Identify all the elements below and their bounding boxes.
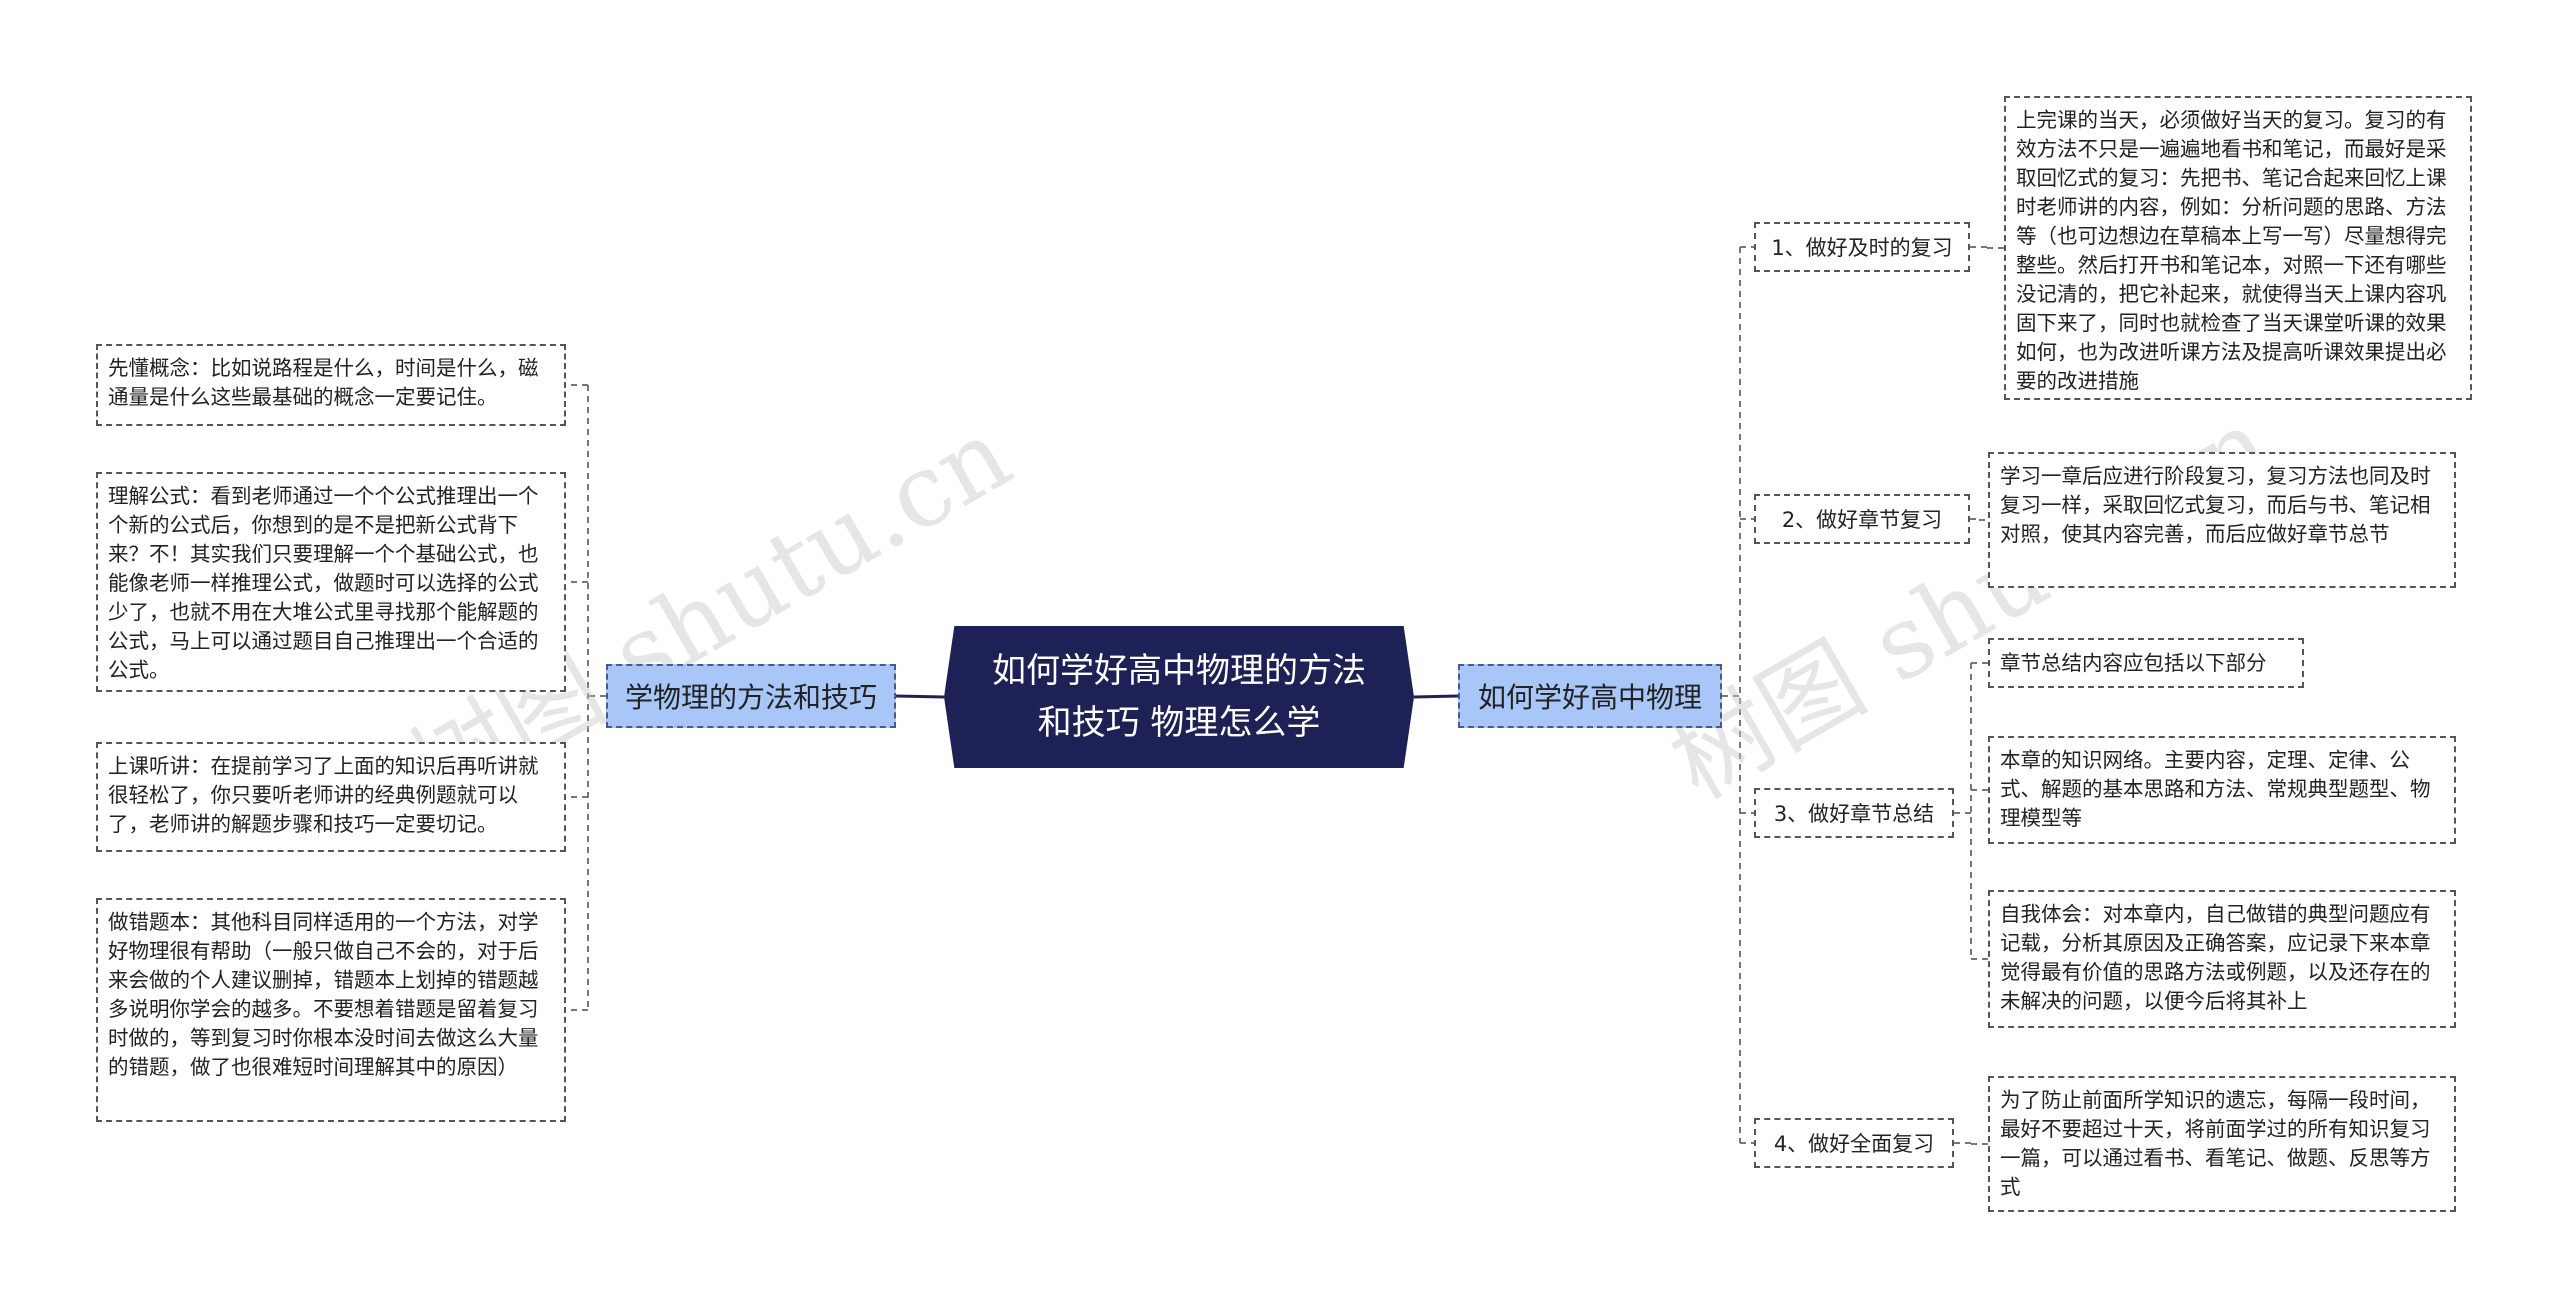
root-topic-label: 如何学好高中物理的方法和技巧 物理怎么学 [992, 651, 1366, 743]
leaf-knowledge-network[interactable]: 本章的知识网络。主要内容，定理、定律、公式、解题的基本思路和方法、常规典型题型、… [1988, 736, 2456, 844]
root-topic[interactable]: 如何学好高中物理的方法和技巧 物理怎么学 [944, 626, 1414, 768]
sub-chapter-summary[interactable]: 3、做好章节总结 [1754, 788, 1954, 838]
branch-label: 学物理的方法和技巧 [624, 681, 877, 714]
sub-chapter-review[interactable]: 2、做好章节复习 [1754, 494, 1970, 544]
sub-label: 1、做好及时的复习 [1771, 236, 1953, 260]
leaf-summary-intro[interactable]: 章节总结内容应包括以下部分 [1988, 638, 2304, 688]
leaf-listen-in-class[interactable]: 上课听讲：在提前学习了上面的知识后再听讲就很轻松了，你只要听老师讲的经典例题就可… [96, 742, 566, 852]
sub-label: 4、做好全面复习 [1773, 1132, 1935, 1156]
leaf-understand-formulas[interactable]: 理解公式：看到老师通过一个个公式推理出一个个新的公式后，你想到的是不是把新公式背… [96, 472, 566, 692]
sub-timely-review[interactable]: 1、做好及时的复习 [1754, 222, 1970, 272]
sub-full-review[interactable]: 4、做好全面复习 [1754, 1118, 1954, 1168]
leaf-mistake-notebook[interactable]: 做错题本：其他科目同样适用的一个方法，对学好物理很有帮助（一般只做自己不会的，对… [96, 898, 566, 1122]
leaf-chapter-review-detail[interactable]: 学习一章后应进行阶段复习，复习方法也同及时复习一样，采取回忆式复习，而后与书、笔… [1988, 452, 2456, 588]
sub-label: 2、做好章节复习 [1781, 508, 1943, 532]
root-to-right-line [1413, 694, 1459, 699]
branch-methods-and-skills[interactable]: 学物理的方法和技巧 [606, 664, 896, 728]
branch-label: 如何学好高中物理 [1477, 681, 1702, 714]
leaf-full-review-detail[interactable]: 为了防止前面所学知识的遗忘，每隔一段时间，最好不要超过十天，将前面学过的所有知识… [1988, 1076, 2456, 1212]
sub-label: 3、做好章节总结 [1773, 802, 1935, 826]
branch-how-to-learn-physics[interactable]: 如何学好高中物理 [1458, 664, 1722, 728]
leaf-self-reflection[interactable]: 自我体会：对本章内，自己做错的典型问题应有记载，分析其原因及正确答案，应记录下来… [1988, 890, 2456, 1028]
leaf-timely-review-detail[interactable]: 上完课的当天，必须做好当天的复习。复习的有效方法不只是一遍遍地看书和笔记，而最好… [2004, 96, 2472, 400]
root-to-left-line [895, 694, 945, 699]
leaf-understand-concepts[interactable]: 先懂概念：比如说路程是什么，时间是什么，磁通量是什么这些最基础的概念一定要记住。 [96, 344, 566, 426]
